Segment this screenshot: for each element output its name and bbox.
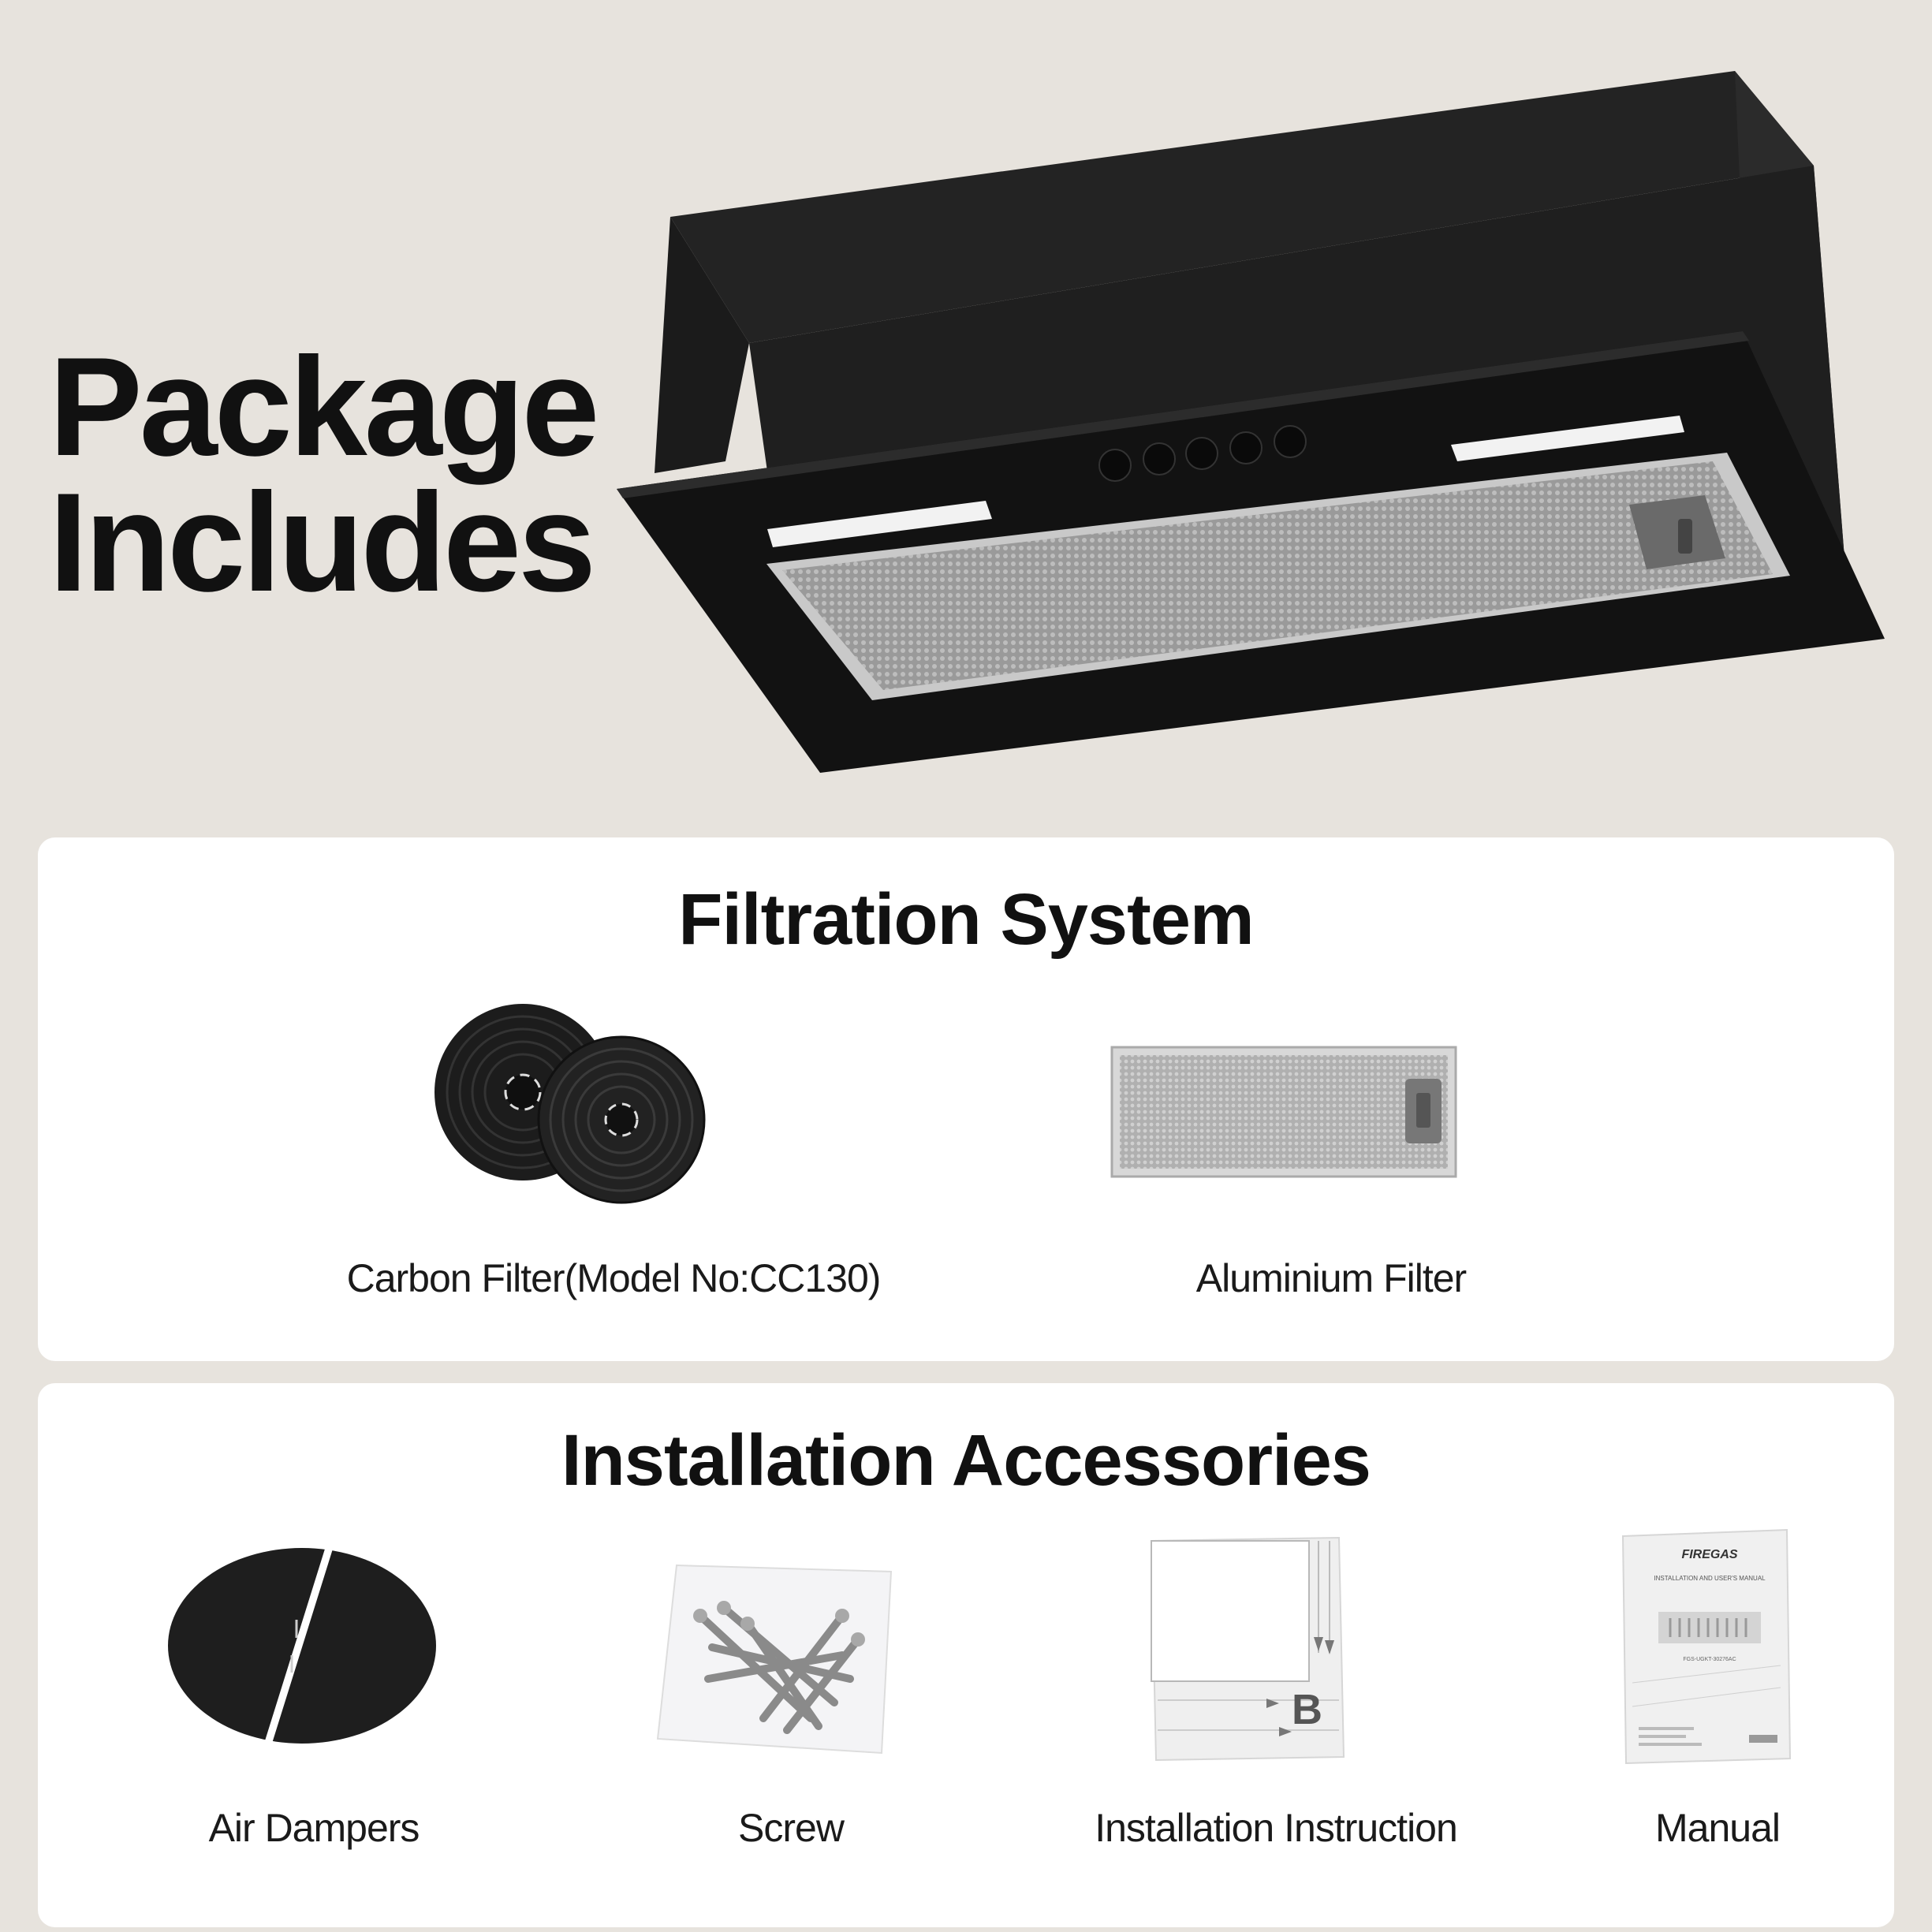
headline-line-1: Package (49, 328, 599, 485)
installation-accessories-title: Installation Accessories (561, 1420, 1371, 1501)
manual-label: Manual (1655, 1806, 1781, 1850)
manual-model: FGS-UGKT-30276AC (1683, 1657, 1736, 1662)
range-hood-image (617, 71, 1885, 773)
air-dampers-label: Air Dampers (208, 1806, 420, 1850)
manual-image: FIREGAS INSTALLATION AND USER'S MANUAL F… (1615, 1525, 1796, 1770)
filtration-system-title: Filtration System (678, 879, 1254, 960)
air-dampers-image (164, 1537, 448, 1750)
carbon-filter-image (432, 1001, 716, 1207)
installation-instruction-label: Installation Instruction (1095, 1806, 1458, 1850)
manual-brand: FIREGAS (1681, 1548, 1737, 1561)
aluminium-filter-image (1110, 1046, 1457, 1180)
installation-accessories-card: Installation Accessories Air Dampers (38, 1383, 1894, 1927)
headline: Package Includes (49, 328, 599, 621)
screw-image (653, 1561, 905, 1758)
installation-instruction-image: B (1110, 1535, 1347, 1763)
diagram-letter: B (1292, 1686, 1322, 1733)
screw-label: Screw (738, 1806, 845, 1850)
aluminium-filter-label: Aluminium Filter (1195, 1256, 1467, 1300)
carbon-filter-label: Carbon Filter(Model No:CC130) (346, 1256, 882, 1300)
filtration-system-card: Filtration System Carbon Filter(Model No… (38, 837, 1894, 1361)
headline-line-2: Includes (49, 464, 596, 621)
manual-heading: INSTALLATION AND USER'S MANUAL (1654, 1575, 1766, 1582)
